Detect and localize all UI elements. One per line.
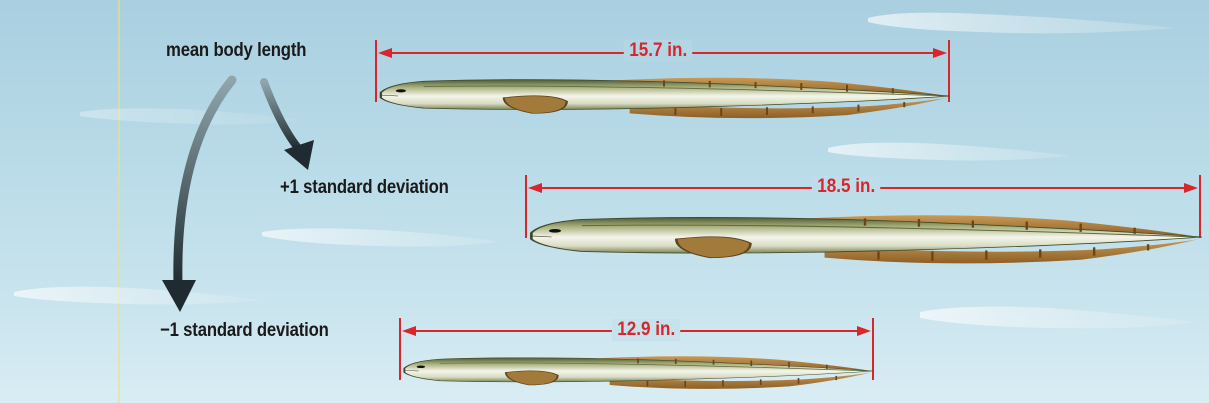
ghost-eel xyxy=(920,307,1199,329)
mean-measurement: 15.7 in. xyxy=(624,40,693,62)
ghost-eel xyxy=(14,287,262,305)
plus-measurement: 18.5 in. xyxy=(812,176,881,198)
eel-minus xyxy=(404,356,874,389)
arrow-to-plus xyxy=(264,82,298,148)
ghost-eel xyxy=(262,228,500,246)
ghost-eel xyxy=(80,108,300,124)
eel-plus xyxy=(531,215,1202,263)
plus-arrow-left xyxy=(528,183,542,193)
mean-arrow-right xyxy=(933,48,947,58)
eel-mean xyxy=(381,78,950,118)
mean-label: mean body length xyxy=(166,40,306,62)
minus-arrow-left xyxy=(402,326,416,336)
ghost-eel xyxy=(868,13,1175,34)
plus-label: +1 standard deviation xyxy=(280,177,449,199)
ghost-eel xyxy=(828,143,1070,161)
minus-arrow-right xyxy=(857,326,871,336)
minus-measurement: 12.9 in. xyxy=(612,319,681,341)
plus-arrow-right xyxy=(1184,183,1198,193)
minus-label: −1 standard deviation xyxy=(160,320,329,342)
mean-arrow-left xyxy=(378,48,392,58)
